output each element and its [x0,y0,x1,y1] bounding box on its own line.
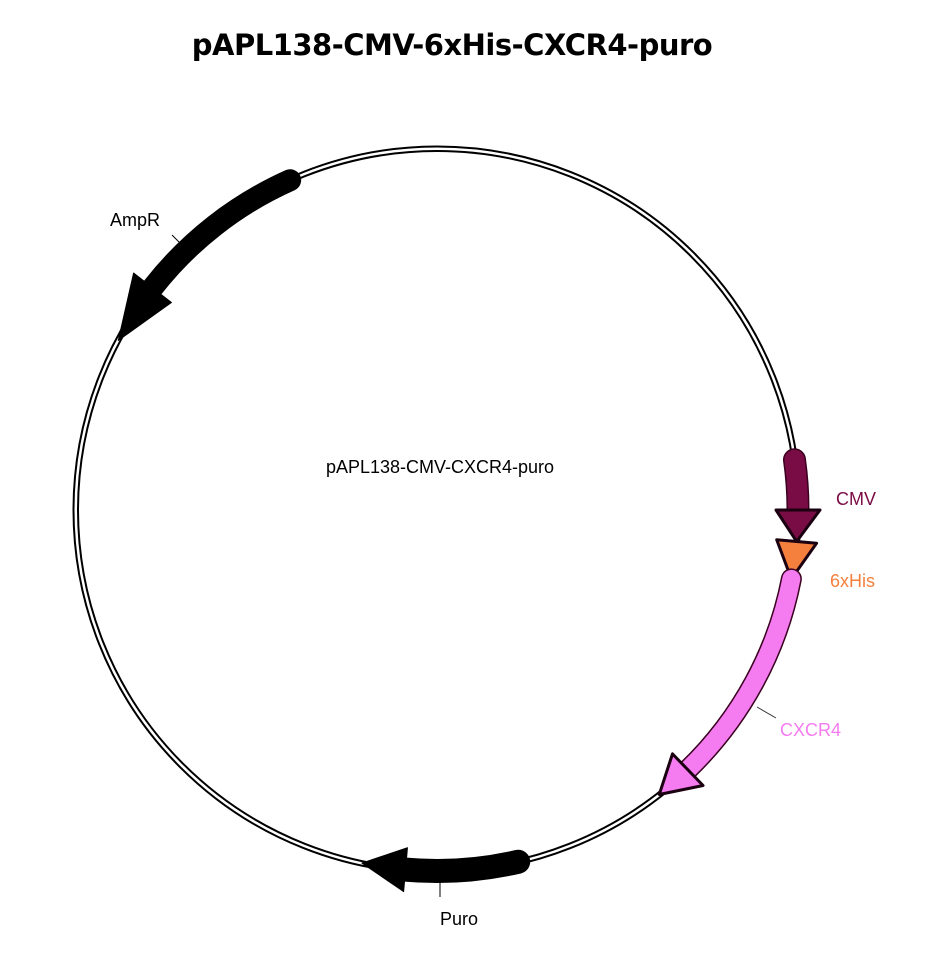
feature-arrowhead-cxcr4 [657,752,705,796]
feature-body-puro [393,849,531,883]
feature-arrowhead-6xhis [775,538,819,581]
label-leader [756,706,777,719]
label-leader [171,234,183,246]
feature-body-fill-cmv [784,449,808,520]
feature-label-ampr: AmpR [110,210,160,230]
feature-label-6xhis: 6xHis [830,571,875,591]
feature-body-fill-cxcr4 [678,569,801,779]
feature-label-puro: Puro [440,909,478,929]
feature-arrowhead-ampr [117,272,172,342]
feature-label-cmv: CMV [836,489,876,509]
map-name: pAPL138-CMV-CXCR4-puro [326,457,554,477]
feature-arrowhead-puro [361,847,408,893]
feature-label-cxcr4: CXCR4 [780,720,841,740]
diagram-title: pAPL138-CMV-6xHis-CXCR4-puro [191,28,713,62]
feature-arrowhead-cmv [774,508,822,543]
feature-body-ampr [141,169,302,299]
